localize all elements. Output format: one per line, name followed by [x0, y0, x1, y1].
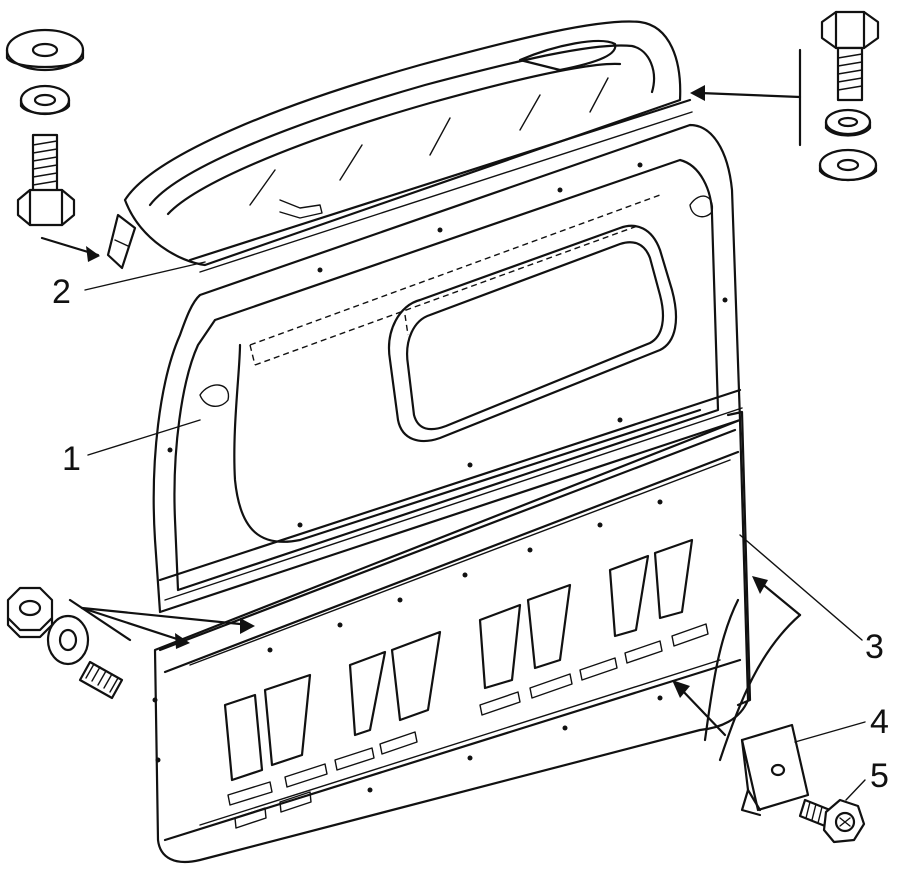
fastener-set-top-right — [798, 10, 880, 182]
clip-nut-part — [740, 723, 810, 817]
assembly-arrows — [40, 85, 802, 762]
small-slot-group — [227, 623, 709, 829]
callout-2: 2 — [52, 273, 71, 311]
upper-panel-part — [152, 123, 743, 614]
upper-frame-part — [106, 20, 693, 273]
fastener-set-top-left — [5, 28, 85, 227]
callout-5: 5 — [870, 757, 889, 795]
callout-4: 4 — [870, 703, 889, 741]
fastener-set-left — [6, 586, 124, 700]
lower-panel-part — [152, 410, 752, 864]
callout-3: 3 — [865, 628, 884, 666]
callout-1: 1 — [62, 440, 81, 478]
screw-part — [798, 798, 866, 844]
slot-group — [223, 538, 694, 782]
callout-leaders — [84, 261, 866, 801]
